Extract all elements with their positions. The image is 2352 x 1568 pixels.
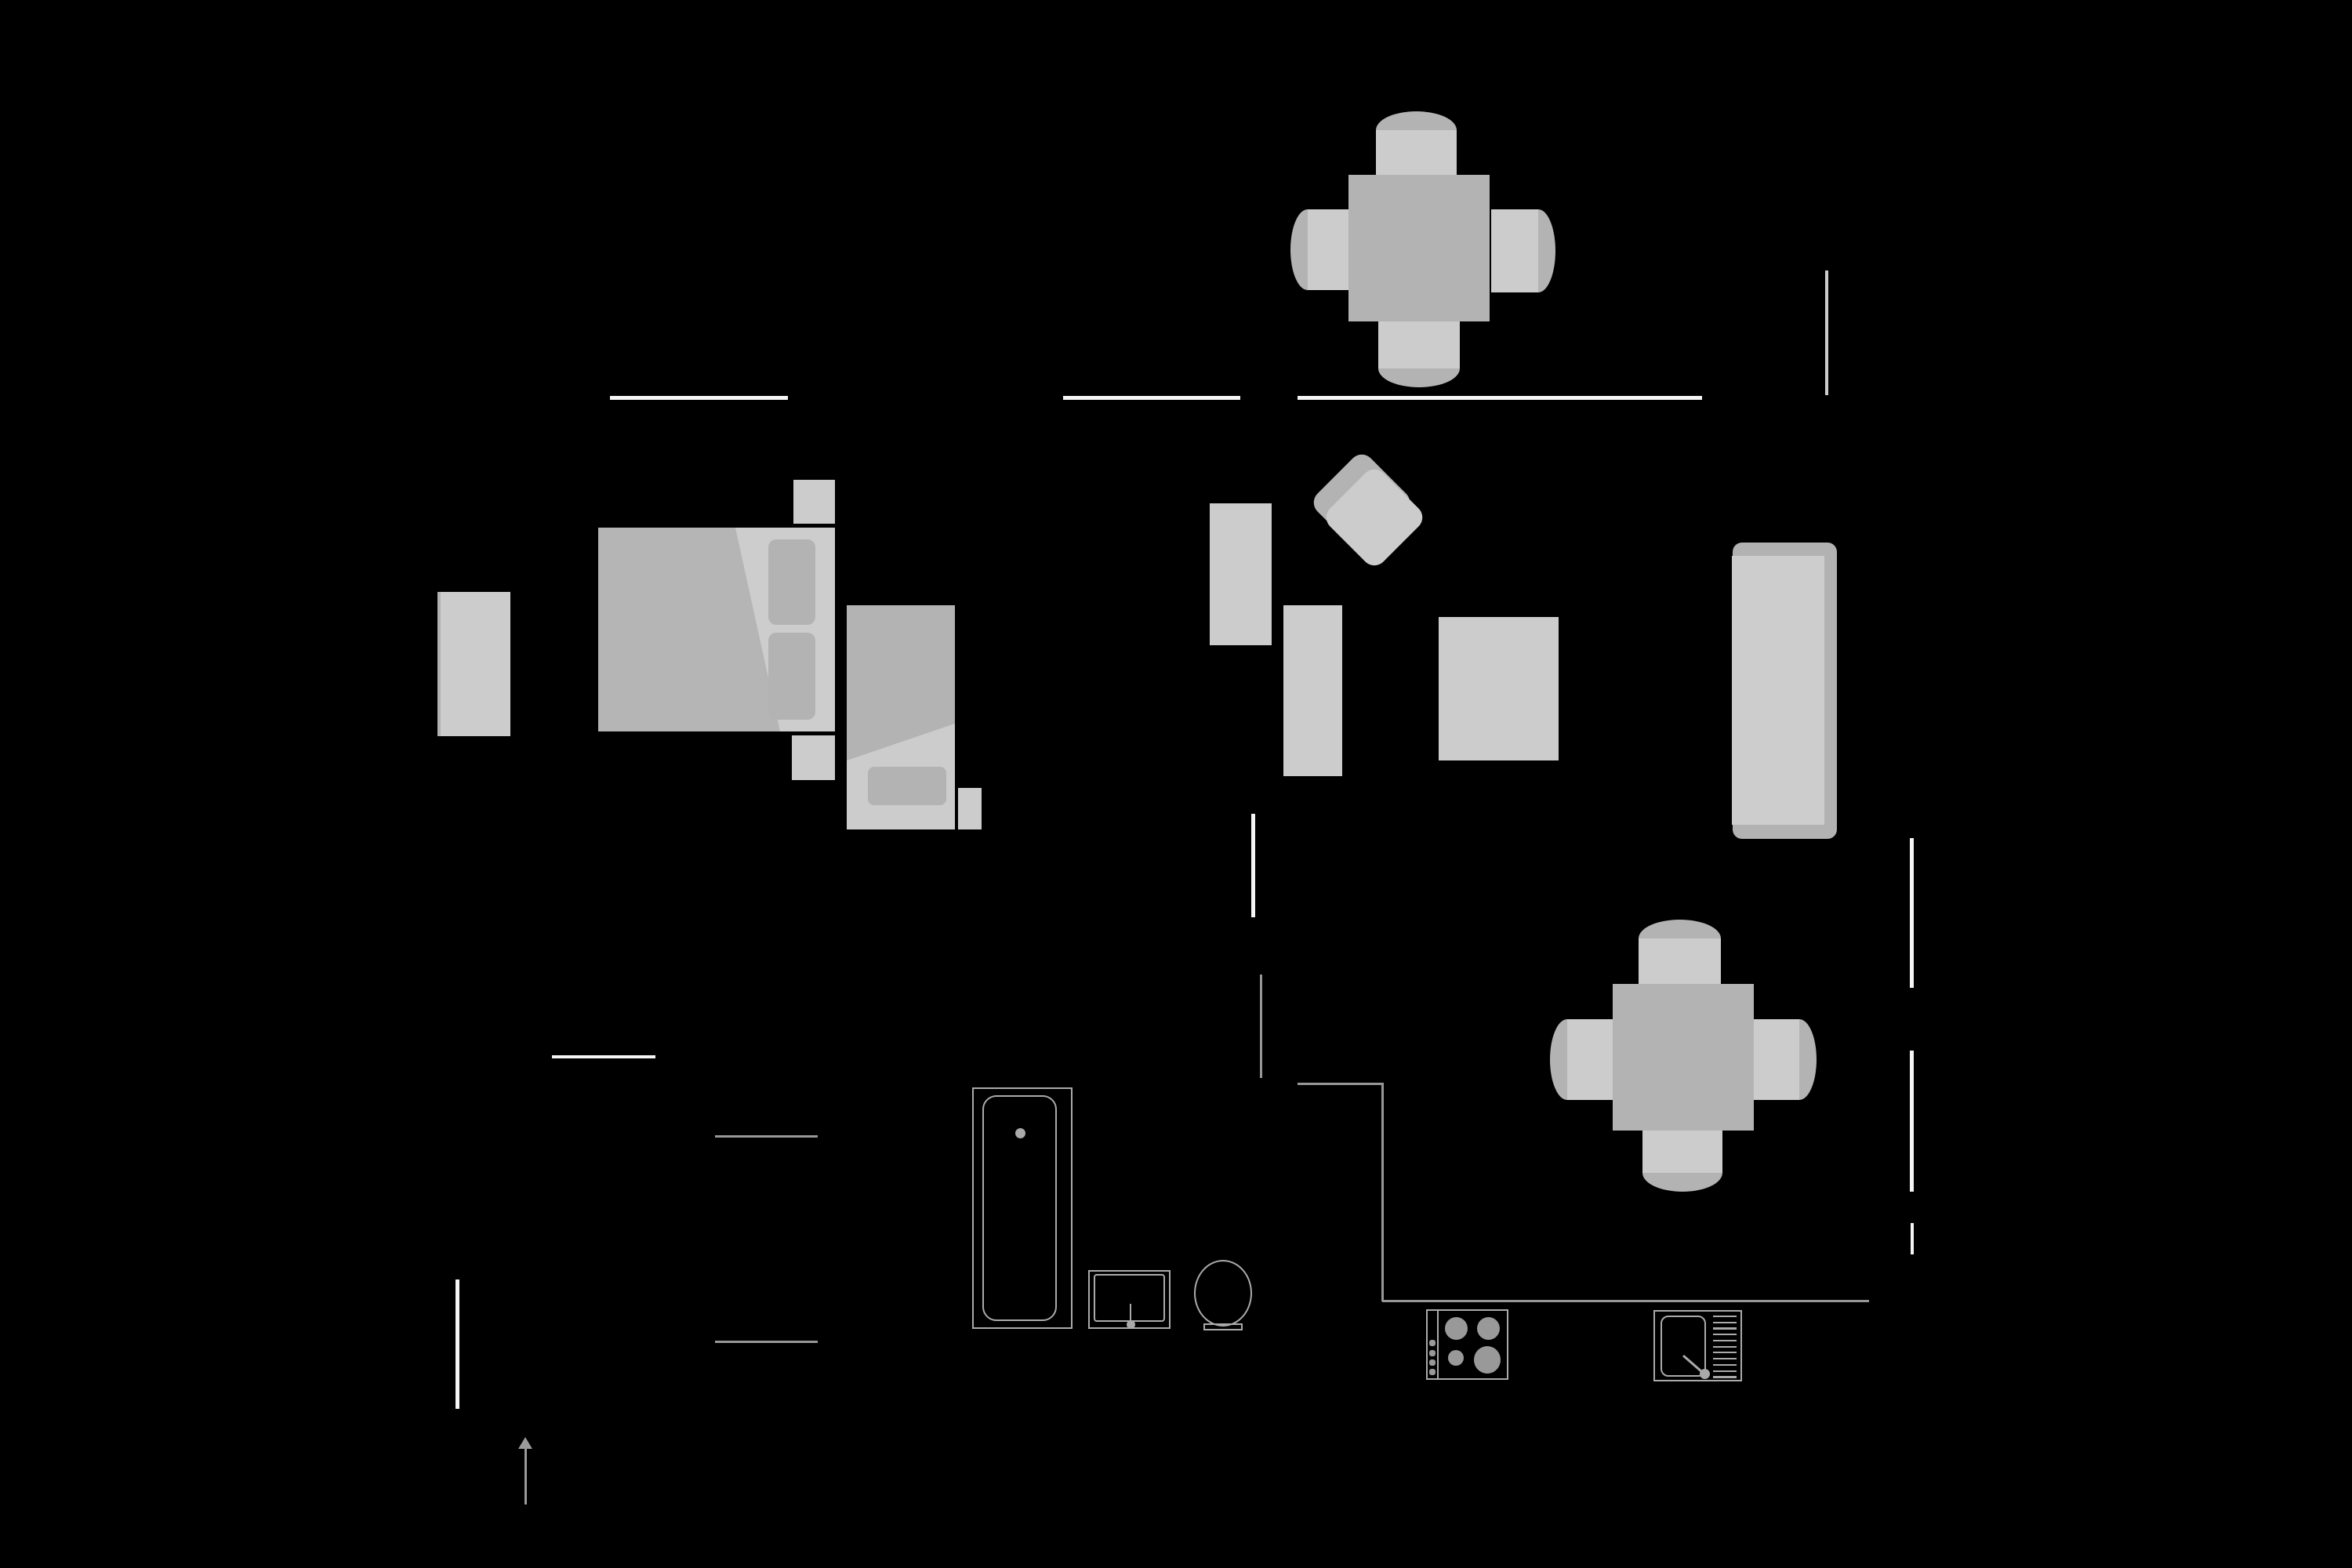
shelf-unit	[1210, 503, 1272, 645]
bath-sink-tap	[1130, 1304, 1131, 1323]
north-arrow-head	[518, 1437, 532, 1449]
drainboard-line-3	[1713, 1327, 1737, 1330]
window-top-right	[1298, 396, 1702, 400]
dining2-chair-right-body	[1754, 1019, 1799, 1100]
interior-opening-horizontal	[552, 1055, 655, 1058]
drainboard-line-4	[1713, 1334, 1737, 1335]
wall-kitchen-left	[1381, 1083, 1384, 1301]
radiator	[437, 592, 510, 736]
burner-bottom-left	[1448, 1350, 1464, 1366]
drainboard-line-8	[1713, 1358, 1737, 1359]
window-upper-right-vertical	[1825, 270, 1828, 395]
dining2-table	[1613, 984, 1754, 1131]
burner-top-left	[1445, 1317, 1468, 1340]
drainboard-line-11	[1713, 1376, 1737, 1378]
drainboard-line-10	[1713, 1370, 1737, 1372]
window-top-middle	[1063, 396, 1240, 400]
interior-opening-vertical	[1251, 814, 1255, 917]
bathtub-drain	[1015, 1128, 1025, 1138]
window-right-small	[1911, 1223, 1914, 1254]
north-arrow-line	[524, 1448, 527, 1504]
sofa-seat	[1732, 556, 1824, 825]
kitchen-sink-outline	[1653, 1310, 1742, 1381]
stove-knob-1	[1429, 1340, 1436, 1346]
dining1-table	[1348, 175, 1490, 321]
kitchen-sink-basin	[1661, 1316, 1706, 1377]
drainboard-line-7	[1713, 1352, 1737, 1353]
wall-kitchen-counter	[1382, 1300, 1869, 1302]
window-right-lower	[1910, 1051, 1914, 1192]
bath-sink-drain	[1127, 1320, 1135, 1329]
stove-knob-2	[1429, 1350, 1436, 1356]
wall-closet-upper	[715, 1135, 818, 1138]
tv-stand	[1283, 605, 1342, 776]
nightstand-top	[793, 480, 835, 524]
bed-pillow-top	[768, 539, 815, 625]
bathtub-inner	[982, 1095, 1057, 1321]
faucet-dot	[1700, 1369, 1710, 1379]
dining1-chair-left-body	[1308, 209, 1348, 290]
bathtub-outer	[972, 1087, 1073, 1329]
drainboard-line-2	[1713, 1322, 1737, 1323]
stove-outline	[1426, 1309, 1508, 1380]
wall-closet-lower	[715, 1341, 818, 1343]
burner-bottom-right	[1474, 1346, 1501, 1374]
wall-bath-right-upper	[1260, 975, 1262, 1078]
dining1-chair-bottom-body	[1378, 321, 1460, 368]
window-top-left	[610, 396, 788, 400]
window-right-upper	[1910, 838, 1914, 988]
window-left	[456, 1279, 459, 1409]
nightstand-bottom	[792, 735, 835, 780]
wall-bath-top	[1298, 1083, 1383, 1085]
drainboard-line-9	[1713, 1364, 1737, 1366]
stove-knob-3	[1429, 1359, 1436, 1366]
toilet-base	[1203, 1323, 1243, 1330]
crib-pillow	[868, 767, 946, 805]
stove-panel-divider	[1437, 1309, 1439, 1380]
drainboard-line-1	[1713, 1316, 1737, 1317]
dining1-chair-right-body	[1491, 209, 1538, 292]
bed-pillow-bottom	[768, 633, 815, 720]
dining1-chair-top-body	[1376, 130, 1457, 175]
dining2-chair-bottom-body	[1642, 1131, 1722, 1173]
drainboard-line-6	[1713, 1346, 1737, 1348]
radiator-edge	[437, 592, 441, 736]
burner-top-right	[1477, 1317, 1500, 1340]
toilet-bowl	[1194, 1260, 1252, 1327]
drainboard-line-5	[1713, 1340, 1737, 1341]
coffee-table	[1439, 617, 1559, 760]
dining2-chair-top-body	[1639, 938, 1721, 984]
stove-knob-4	[1429, 1369, 1436, 1375]
dining2-chair-left-body	[1567, 1019, 1613, 1100]
crib-side-table	[958, 788, 982, 829]
